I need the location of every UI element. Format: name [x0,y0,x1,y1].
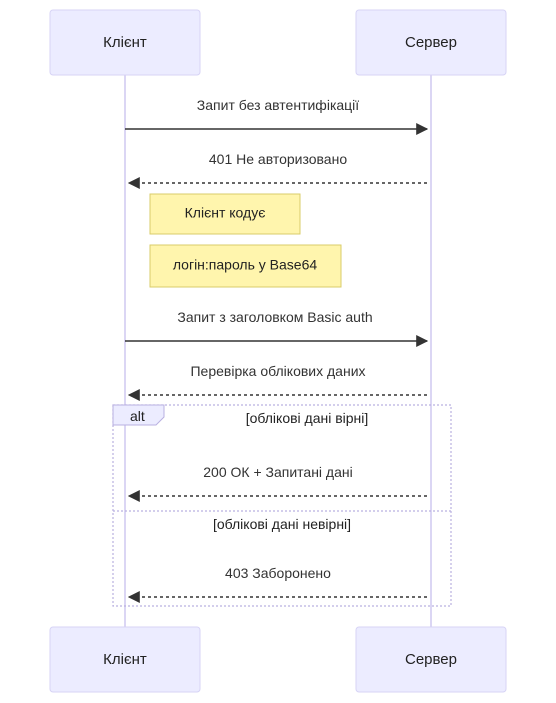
alt-condition: [облікові дані невірні] [213,516,351,532]
message-label: Запит з заголовком Basic auth [177,309,372,325]
alt-label: alt [130,408,145,424]
alt-label-box [112,404,165,426]
actor-client-bottom-label: Клієнт [103,651,147,668]
note-text: логін:пароль у Base64 [173,257,318,273]
actor-client-bottom: Клієнт [49,626,201,693]
note-box: логін:пароль у Base64 [149,244,342,288]
message-label: Запит без автентифікації [197,97,359,113]
actor-server-bottom-label: Сервер [405,651,457,668]
message-label: 401 Не авторизовано [209,151,347,167]
actor-server-bottom: Сервер [355,626,507,693]
actor-client-top-label: Клієнт [103,34,147,51]
actor-server-top: Сервер [355,9,507,76]
note-box: Клієнт кодує [149,193,301,235]
message-label: 200 ОК + Запитані дані [203,464,352,480]
message-label: Перевірка облікових даних [190,363,365,379]
alt-frame [112,404,452,607]
note-text: Клієнт кодує [185,205,266,221]
actor-client-top: Клієнт [49,9,201,76]
message-label: 403 Заборонено [225,565,331,581]
alt-condition: [облікові дані вірні] [246,410,369,426]
actor-server-top-label: Сервер [405,34,457,51]
